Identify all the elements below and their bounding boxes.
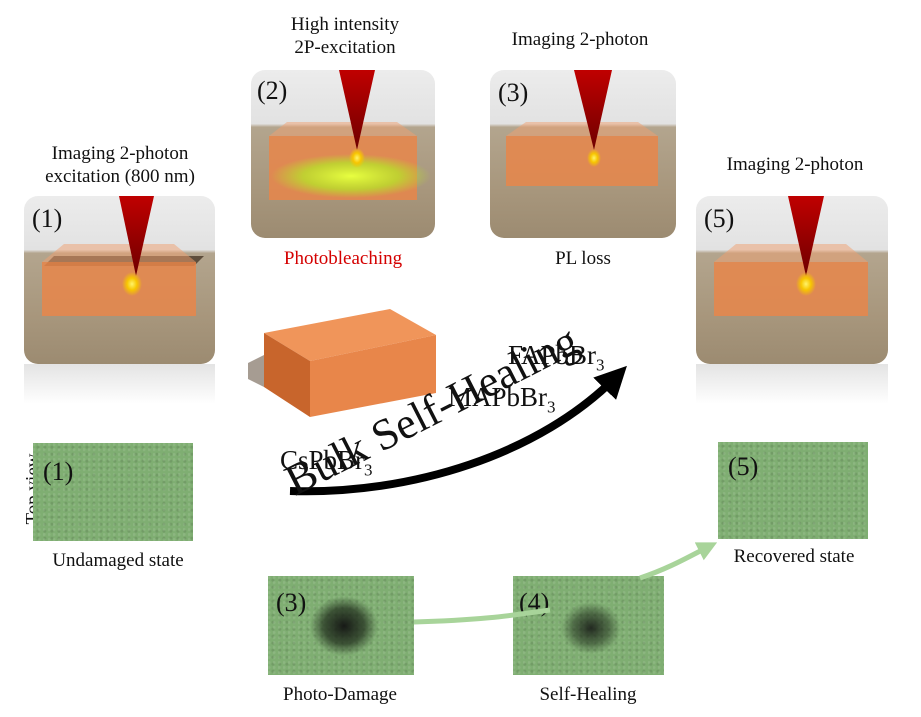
pl-loss-label: PL loss [555, 248, 611, 269]
photobleaching-label: Photobleaching [283, 248, 403, 269]
panel-5: (5) [696, 196, 888, 364]
panel-3-number: (3) [498, 78, 529, 107]
healing-spot [561, 602, 621, 654]
panel-2: (2) [251, 70, 435, 238]
panel-5-caption: Imaging 2-photon [726, 154, 864, 175]
damage-spot [310, 596, 378, 656]
top-view-photo-damage: (3) [268, 576, 414, 675]
healing-progress-arrow [413, 542, 718, 625]
perovskite-crystal-slab [248, 309, 436, 417]
panel-1-number: (1) [32, 204, 63, 233]
square-5-number: (5) [728, 452, 759, 481]
self-healing-label: Self-Healing [539, 684, 637, 705]
crystal-laser-illustration [506, 70, 658, 186]
crystal-laser-illustration [269, 70, 431, 200]
material-fapbbr3: FAPbBr3 [508, 340, 605, 375]
photo-damage-label: Photo-Damage [283, 684, 397, 705]
undamaged-state-label: Undamaged state [52, 550, 184, 571]
square-1-number: (1) [43, 457, 74, 486]
top-view-recovered: (5) [718, 442, 868, 539]
crystal-laser-illustration [42, 196, 204, 316]
panel-3-caption: Imaging 2-photon [511, 29, 649, 50]
top-view-self-healing: (4) [513, 576, 664, 675]
panel-2-caption: High intensity 2P-excitation [290, 14, 400, 58]
panel-1: (1) [24, 196, 215, 364]
panel-2-number: (2) [257, 76, 288, 105]
square-3-number: (3) [276, 588, 307, 617]
panel-5-reflection [696, 364, 888, 404]
crystal-laser-illustration [714, 196, 868, 316]
material-mapbbr3: MAPbBr3 [448, 382, 556, 417]
panel-5-number: (5) [704, 204, 735, 233]
top-view-undamaged: (1) [33, 443, 193, 541]
panel-1-reflection [24, 364, 215, 404]
self-healing-trend-arrow [289, 365, 627, 496]
panel-1-caption: Imaging 2-photon excitation (800 nm) [45, 143, 195, 187]
panel-3: (3) [490, 70, 676, 238]
material-cspbbr3: CsPbBr3 [280, 445, 373, 480]
recovered-state-label: Recovered state [733, 546, 855, 567]
